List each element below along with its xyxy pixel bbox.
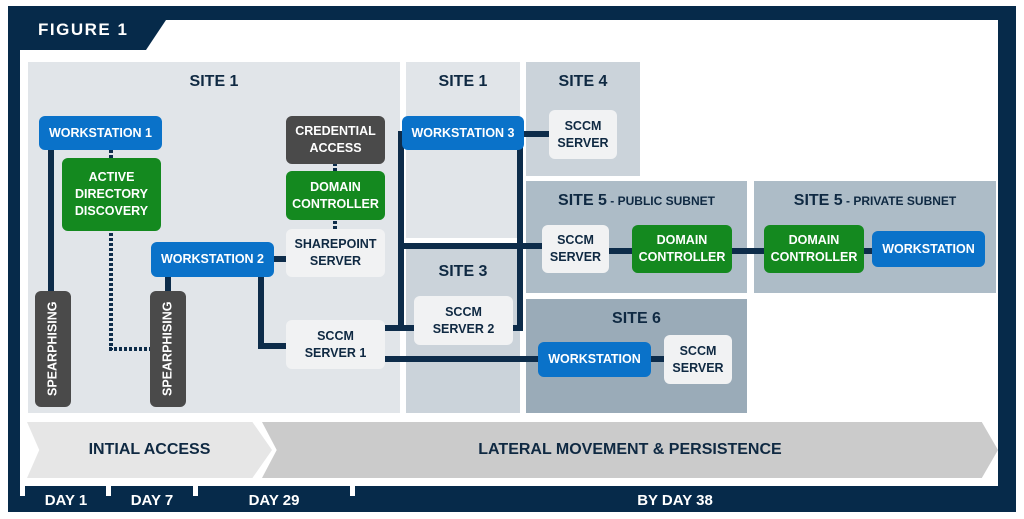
domain-controller-site1-node: DOMAIN CONTROLLER bbox=[286, 171, 385, 220]
connector-ad-spear2-h bbox=[109, 347, 153, 351]
domain-controller-site5-private-node: DOMAIN CONTROLLER bbox=[764, 225, 864, 273]
site-title: SITE 6 bbox=[612, 310, 661, 327]
timeline-day-1: DAY 1 bbox=[44, 492, 88, 509]
connector-ws2-sccm1-h bbox=[258, 343, 294, 349]
timeline-tick bbox=[350, 484, 355, 496]
connector-dc-sharepoint bbox=[333, 221, 337, 231]
site-title: SITE 4 bbox=[558, 73, 608, 90]
timeline-day-7: DAY 7 bbox=[130, 492, 174, 509]
connector-ws6-sccm6 bbox=[650, 356, 668, 362]
connector-ws1-spear1 bbox=[48, 145, 54, 293]
connector-ws2-sharepoint bbox=[272, 256, 288, 262]
connector-sccm5-dc5 bbox=[606, 248, 636, 254]
workstation-site6-node: WORKSTATION bbox=[538, 342, 651, 377]
timeline-day-38: BY DAY 38 bbox=[637, 492, 713, 509]
timeline-day-29: DAY 29 bbox=[248, 492, 300, 509]
workstation-1-node: WORKSTATION 1 bbox=[39, 116, 162, 150]
workstation-site5-node: WORKSTATION bbox=[872, 231, 985, 267]
workstation-2-node: WORKSTATION 2 bbox=[151, 242, 274, 277]
connector-ws2-spear2 bbox=[165, 270, 171, 292]
connector-sccm2-h bbox=[512, 325, 522, 331]
sccm-server-site5-node: SCCM SERVER bbox=[542, 225, 609, 273]
site-title: SITE 1 bbox=[189, 73, 239, 90]
phase-lateral-movement: LATERAL MOVEMENT & PERSISTENCE bbox=[262, 422, 998, 478]
phase-initial-access: INTIAL ACCESS bbox=[27, 422, 272, 478]
active-directory-discovery-node: ACTIVE DIRECTORY DISCOVERY bbox=[62, 158, 161, 231]
site1-right-zone: SITE 1 bbox=[406, 62, 520, 238]
figure-label: FIGURE 1 bbox=[38, 20, 129, 39]
site-title: SITE 5 - PRIVATE SUBNET bbox=[754, 192, 996, 210]
connector-ad-spear2 bbox=[109, 228, 113, 350]
sccm-server-site4-node: SCCM SERVER bbox=[549, 110, 617, 159]
connector-dc5pub-dc5priv bbox=[730, 248, 766, 254]
site-title: SITE 5 - PUBLIC SUBNET bbox=[526, 192, 747, 210]
connector-ws2-sccm1-v bbox=[258, 275, 264, 349]
connector-sccm1-sccm2 bbox=[385, 325, 427, 331]
spearphishing-node-1: SPEARPHISING bbox=[35, 291, 71, 407]
domain-controller-site5-public-node: DOMAIN CONTROLLER bbox=[632, 225, 732, 273]
phase-label: INTIAL ACCESS bbox=[88, 441, 211, 458]
sharepoint-server-node: SHAREPOINT SERVER bbox=[286, 229, 385, 277]
connector-ws1-ad bbox=[109, 150, 113, 160]
workstation-3-node: WORKSTATION 3 bbox=[402, 116, 524, 150]
sccm-server-site6-node: SCCM SERVER bbox=[664, 335, 732, 384]
connector-trunk-sccm5 bbox=[398, 243, 546, 249]
site-name: SITE 5 bbox=[793, 192, 843, 209]
phase-label: LATERAL MOVEMENT & PERSISTENCE bbox=[478, 441, 782, 458]
connector-sccm2-v bbox=[517, 133, 523, 331]
timeline-tick bbox=[106, 484, 111, 496]
connector-cred-dc bbox=[333, 163, 337, 173]
sccm-server-2-node: SCCM SERVER 2 bbox=[414, 296, 513, 345]
connector-dc5priv-ws bbox=[860, 248, 876, 254]
site-name: SITE 5 bbox=[558, 192, 607, 209]
site-subtitle: - PRIVATE SUBNET bbox=[842, 194, 957, 208]
sccm-server-1-node: SCCM SERVER 1 bbox=[286, 320, 385, 369]
timeline-tick bbox=[193, 484, 198, 496]
connector-trunk-v bbox=[398, 131, 404, 329]
timeline-tick bbox=[20, 484, 25, 496]
site-title: SITE 3 bbox=[438, 263, 488, 280]
site-subtitle: - PUBLIC SUBNET bbox=[606, 194, 715, 208]
spearphishing-node-2: SPEARPHISING bbox=[150, 291, 186, 407]
connector-ws3-sccm4 bbox=[517, 131, 555, 137]
figure-tab bbox=[20, 14, 170, 50]
site-title: SITE 1 bbox=[438, 73, 488, 90]
credential-access-node: CREDENTIAL ACCESS bbox=[286, 116, 385, 164]
connector-sccm1-ws6 bbox=[385, 356, 545, 362]
